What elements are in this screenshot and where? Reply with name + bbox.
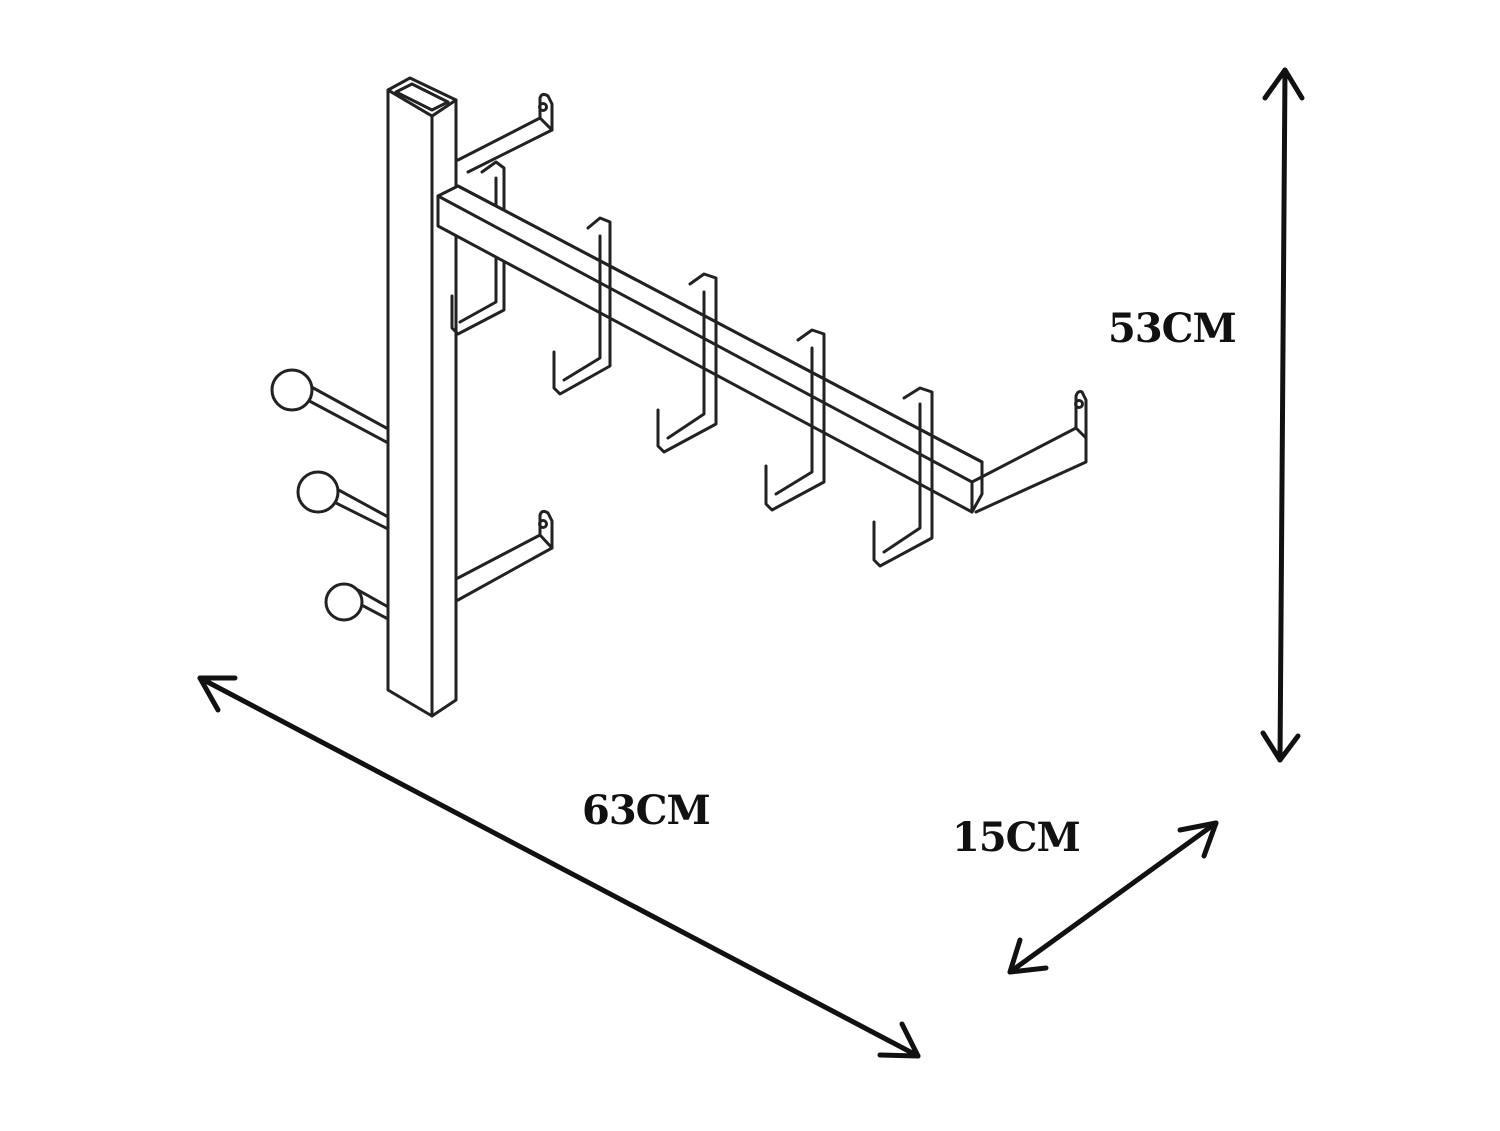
width-dimension-label: 63CM <box>582 787 711 834</box>
hook-4 <box>764 328 826 512</box>
depth-dimension-label: 15CM <box>952 814 1081 861</box>
vertical-post <box>386 76 458 718</box>
upper-wall-bracket <box>456 92 554 174</box>
depth-arrow <box>1007 820 1219 975</box>
main-rail <box>436 184 1088 514</box>
knob-pegs <box>270 368 392 622</box>
height-arrow <box>1260 67 1305 763</box>
hook-2 <box>552 216 612 396</box>
height-dimension-label: 53CM <box>1108 305 1237 352</box>
hook-3 <box>656 272 718 454</box>
width-arrow <box>197 675 921 1059</box>
lower-wall-bracket <box>456 509 554 602</box>
hook-5 <box>872 386 934 568</box>
